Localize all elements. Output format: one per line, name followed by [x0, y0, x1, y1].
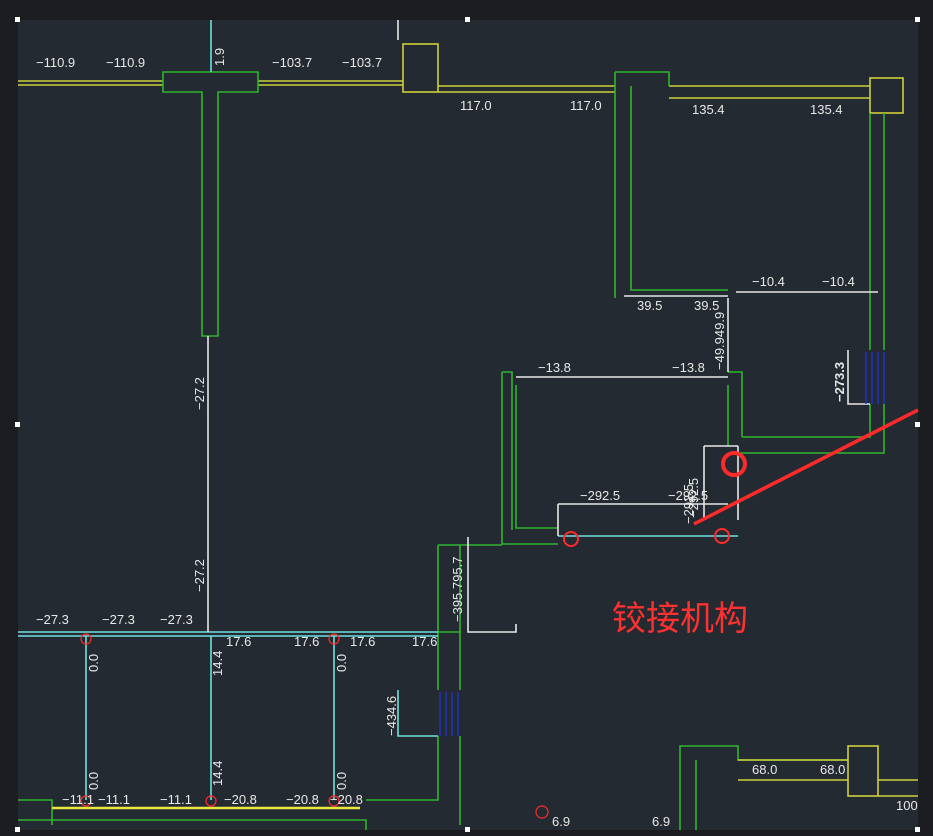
dim-label: 17.6: [350, 634, 375, 649]
dim-label: −27.3: [160, 612, 193, 627]
dim-label: 6.9: [652, 814, 670, 829]
dim-label: 0.0: [334, 654, 349, 672]
dim-label: 135.4: [692, 102, 725, 117]
resize-handle-bottom-left[interactable]: [15, 827, 20, 832]
dim-label: −13.8: [672, 360, 705, 375]
dimension-labels: −110.9 −110.9 1.9 −103.7 −103.7 117.0 11…: [36, 48, 918, 829]
dim-label: 117.0: [570, 98, 602, 113]
dim-label: −395.795.7: [450, 557, 465, 622]
dim-label: −49.949.9: [712, 312, 727, 370]
dim-label: 100: [896, 798, 918, 813]
resize-handle-mid-left[interactable]: [15, 422, 20, 427]
dim-label: −10.4: [752, 274, 785, 289]
dim-label: 117.0: [460, 98, 492, 113]
hinge-marks: [80, 408, 919, 819]
dim-label: −292.5: [681, 484, 696, 524]
dim-label: −27.2: [192, 377, 207, 410]
bottom-right-beam: [738, 745, 918, 797]
dim-label: 135.4: [810, 102, 843, 117]
dim-label: 0.0: [334, 772, 349, 790]
dim-label: 17.6: [226, 634, 251, 649]
dim-label: 17.6: [412, 634, 437, 649]
dim-label: −110.9: [106, 55, 145, 70]
dim-label: 14.4: [210, 761, 225, 786]
dim-label: −13.8: [538, 360, 571, 375]
dim-label: −103.7: [342, 55, 382, 70]
resize-handle-top-left[interactable]: [15, 17, 20, 22]
drawing-area: [18, 20, 918, 830]
dim-label: 6.9: [552, 814, 570, 829]
dim-label: −103.7: [272, 55, 312, 70]
geometry: [18, 20, 919, 830]
dim-label: 0.0: [86, 654, 101, 672]
dim-label: 39.5: [694, 298, 719, 313]
dim-label: −292.5: [668, 488, 708, 503]
dim-label: 1.9: [212, 48, 227, 66]
resize-handle-mid-right[interactable]: [915, 422, 920, 427]
dim-label: −27.3: [102, 612, 135, 627]
dim-label: 14.4: [210, 651, 225, 676]
column-hatch: [439, 352, 885, 736]
dim-label: −27.2: [192, 559, 207, 592]
top-beam: [18, 43, 904, 114]
dim-label: 39.5: [637, 298, 662, 313]
dim-label: −20.8: [330, 792, 363, 807]
hinge-circle-large[interactable]: [721, 451, 747, 477]
dim-label: 0.0: [86, 772, 101, 790]
dim-label: −10.4: [822, 274, 855, 289]
dim-label: −434.6: [384, 696, 399, 736]
dim-label: −292.5: [686, 478, 701, 518]
dim-label: 68.0: [820, 762, 845, 777]
resize-handle-top-mid[interactable]: [465, 17, 470, 22]
dim-label: −27.3: [36, 612, 69, 627]
dim-label: 17.6: [294, 634, 319, 649]
resize-handle-top-right[interactable]: [915, 17, 920, 22]
cyan-lines: [18, 20, 738, 800]
resize-handle-bottom-mid[interactable]: [465, 827, 470, 832]
dim-label: −110.9: [36, 55, 75, 70]
dim-label: −273.3: [832, 362, 847, 402]
dim-label: −20.8: [224, 792, 257, 807]
dim-label: 68.0: [752, 762, 777, 777]
dim-label: −11.1: [98, 792, 130, 807]
resize-handle-bottom-right[interactable]: [915, 827, 920, 832]
dim-label: −11.1: [160, 792, 192, 807]
annotation-arrow-line: [693, 408, 919, 526]
dim-label: −292.5: [580, 488, 620, 503]
dim-label: −20.8: [286, 792, 319, 807]
annotation-label: 铰接机构: [612, 600, 748, 638]
walls: [18, 71, 885, 830]
dim-label: −11.1: [62, 792, 94, 807]
dimension-lines: [207, 20, 878, 633]
